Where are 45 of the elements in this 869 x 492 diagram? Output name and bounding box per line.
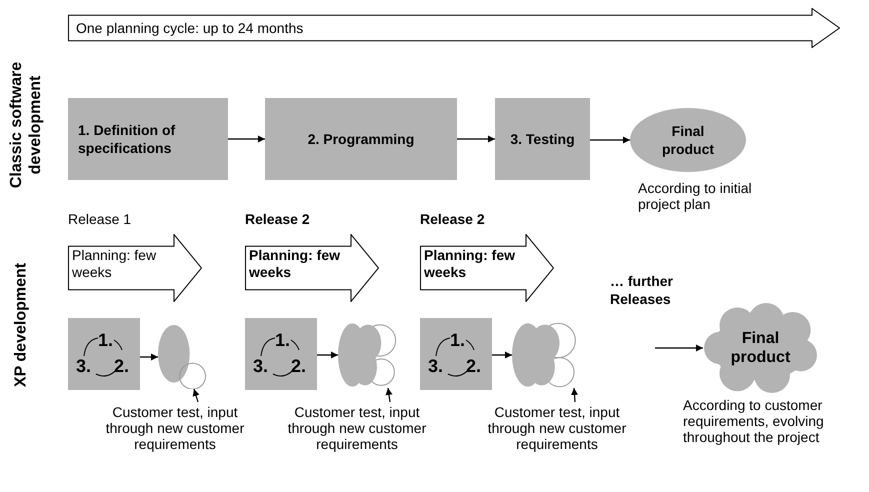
arrow <box>228 136 265 142</box>
arrow-label: Planning: few weeks <box>249 247 341 281</box>
arrow <box>140 354 158 360</box>
node-label: Final product <box>660 122 716 158</box>
step-number: 2. <box>466 356 482 376</box>
release-heading: Release 1 <box>68 210 132 228</box>
process-box <box>68 98 228 180</box>
arrow <box>457 136 495 142</box>
section-label: Classic software development <box>7 60 45 190</box>
arrow-label: Planning: few weeks <box>72 247 158 281</box>
release-heading: Release 2 <box>245 210 310 228</box>
step-number: 3. <box>253 356 268 376</box>
arrow <box>655 344 703 352</box>
node-label: 1. Definition of specifications <box>78 121 176 157</box>
step-number: 2. <box>291 356 306 376</box>
arrow-label: Planning: few weeks <box>424 247 516 281</box>
cycle-box <box>420 318 492 390</box>
leader-arrow <box>386 388 392 402</box>
arrow <box>492 352 512 358</box>
node-label: Customer test, input through new customer requirements <box>286 404 428 454</box>
step-number: 3. <box>76 356 92 376</box>
leader-arrow <box>571 388 578 402</box>
section-label: XP development <box>12 262 30 390</box>
step-number: 3. <box>428 356 444 376</box>
note-text: According to customer requirements, evolving throughout the project <box>683 397 825 445</box>
node-label: Final product <box>730 329 792 367</box>
note-text: … further Releases <box>610 272 674 308</box>
release-heading: Release 2 <box>420 210 485 228</box>
process-box <box>495 98 590 180</box>
leader-arrow <box>192 388 200 402</box>
cycle-box <box>68 318 140 390</box>
node-label: 2. Programming <box>308 130 414 148</box>
process-box <box>265 98 457 180</box>
node-label: Customer test, input through new customer requirements <box>104 404 246 454</box>
step-number: 2. <box>114 356 130 376</box>
step-number: 1. <box>450 330 466 350</box>
arrow-label: One planning cycle: up to 24 months <box>76 19 304 37</box>
step-number: 1. <box>98 330 114 350</box>
note-text: According to initial project plan <box>638 180 753 212</box>
step-number: 1. <box>275 330 290 350</box>
arrow <box>317 352 338 358</box>
node-label: 3. Testing <box>510 130 575 148</box>
arrow <box>590 136 630 144</box>
node-label: Customer test, input through new customer requirements <box>486 404 628 454</box>
cycle-box <box>245 318 317 390</box>
